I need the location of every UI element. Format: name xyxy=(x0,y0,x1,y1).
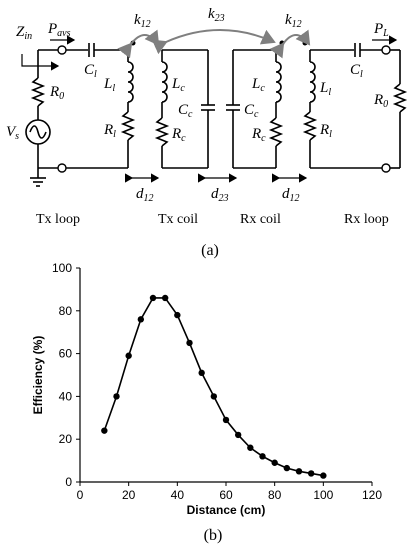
label-ll-right: Ll xyxy=(319,80,331,98)
label-d12-left: d12 xyxy=(136,186,154,204)
x-ticks: 0 20 40 60 80 100 120 xyxy=(77,482,382,502)
label-pavs: Pavs xyxy=(47,21,71,39)
inductor-ll-left-symbol xyxy=(127,61,134,103)
data-point xyxy=(101,427,108,434)
label-d12-right: d12 xyxy=(282,186,300,204)
zin-arrow xyxy=(21,54,60,71)
label-r0-right: R0 xyxy=(373,92,388,110)
label-d23: d23 xyxy=(211,186,229,204)
data-point xyxy=(186,339,193,347)
x-tick-label: 120 xyxy=(362,488,382,502)
label-vs: Vs xyxy=(6,124,19,142)
label-ll-left: Ll xyxy=(103,76,115,94)
data-point xyxy=(137,316,145,323)
data-point xyxy=(307,470,315,477)
capacitor-cc-right-symbol xyxy=(226,104,240,111)
inductor-lc-left-symbol xyxy=(161,61,168,103)
data-point xyxy=(113,393,120,400)
inductor-ll-right-symbol xyxy=(309,61,316,103)
y-ticks: 0 20 40 60 80 100 xyxy=(52,261,80,489)
efficiency-chart: 0 20 40 60 80 100 120 0 20 40 60 80 100 Distance (c… xyxy=(31,261,382,544)
data-point xyxy=(210,393,218,400)
y-tick-label: 0 xyxy=(65,475,72,489)
x-tick-label: 100 xyxy=(313,488,333,502)
data-point xyxy=(320,472,327,479)
label-k12-right: k12 xyxy=(285,12,302,30)
label-lc-right: Lc xyxy=(251,76,265,94)
y-axis-label: Efficiency (%) xyxy=(31,336,45,415)
label-cl-left: Cl xyxy=(84,62,97,80)
caption-a: (a) xyxy=(201,242,219,259)
data-point xyxy=(271,459,278,466)
y-tick-label: 80 xyxy=(59,304,73,318)
caption-b: (b) xyxy=(204,527,223,544)
data-point xyxy=(283,464,291,472)
data-point xyxy=(259,453,266,460)
label-lc-left: Lc xyxy=(171,76,185,94)
capacitor-cl-left-symbol xyxy=(88,43,95,57)
label-cc-left: Cc xyxy=(178,102,193,120)
label-r0-left: R0 xyxy=(49,84,64,102)
stage-label-rx-coil: Rx coil xyxy=(240,212,281,227)
label-rl-left: Rl xyxy=(103,122,116,140)
stage-label-tx-coil: Tx coil xyxy=(158,212,198,227)
data-point xyxy=(174,311,181,319)
y-tick-label: 20 xyxy=(59,432,73,446)
label-k12-left: k12 xyxy=(134,12,151,30)
y-tick-label: 60 xyxy=(59,347,73,361)
inductor-lc-right-symbol xyxy=(275,61,282,103)
data-point xyxy=(198,369,205,377)
rx-coil xyxy=(226,40,285,169)
stage-label-tx-loop: Tx loop xyxy=(36,212,80,227)
y-tick-label: 40 xyxy=(59,389,73,403)
resistor-rc-right-symbol xyxy=(268,117,284,147)
x-tick-label: 40 xyxy=(171,488,185,502)
resistor-rc-left-symbol xyxy=(154,117,170,147)
x-tick-label: 20 xyxy=(122,488,136,502)
voltage-source-symbol xyxy=(25,119,51,145)
resistor-rl-right-symbol xyxy=(302,111,318,141)
data-point xyxy=(247,444,254,451)
resistor-rl-left-symbol xyxy=(120,111,136,141)
capacitor-cc-left-symbol xyxy=(201,104,215,111)
coupling-arrow-k12-right xyxy=(269,29,311,59)
resistor-r0-right-symbol xyxy=(392,83,408,113)
data-point xyxy=(161,294,169,302)
label-rc-right: Rc xyxy=(251,126,266,144)
rx-loop xyxy=(302,40,408,173)
stage-label-rx-loop: Rx loop xyxy=(344,212,389,227)
x-tick-label: 80 xyxy=(268,488,282,502)
data-point xyxy=(234,431,242,439)
y-tick-label: 100 xyxy=(52,261,72,275)
ground-symbol xyxy=(30,177,46,187)
label-rl-right: Rl xyxy=(319,122,332,140)
data-point xyxy=(222,416,230,424)
coupling-arrow-k23 xyxy=(151,29,276,55)
label-cl-right: Cl xyxy=(350,62,363,80)
label-pl: PL xyxy=(373,21,389,39)
efficiency-series-points xyxy=(101,294,327,479)
resistor-r0-left-symbol xyxy=(30,77,46,107)
capacitor-cl-right-symbol xyxy=(354,43,361,57)
circuit-diagram: Zin Pavs PL k12 k23 k12 R0 Vs Cl Ll Rl L… xyxy=(6,6,408,259)
tx-loop xyxy=(25,40,136,187)
label-cc-right: Cc xyxy=(244,102,259,120)
data-point xyxy=(149,294,157,302)
x-tick-label: 60 xyxy=(219,488,233,502)
x-axis-label: Distance (cm) xyxy=(187,503,266,517)
x-tick-label: 0 xyxy=(77,488,84,502)
label-zin: Zin xyxy=(16,24,32,42)
efficiency-series-line xyxy=(103,297,324,477)
label-k23: k23 xyxy=(208,6,225,24)
data-point xyxy=(295,468,303,475)
label-rc-left: Rc xyxy=(171,126,186,144)
data-point xyxy=(125,352,132,359)
